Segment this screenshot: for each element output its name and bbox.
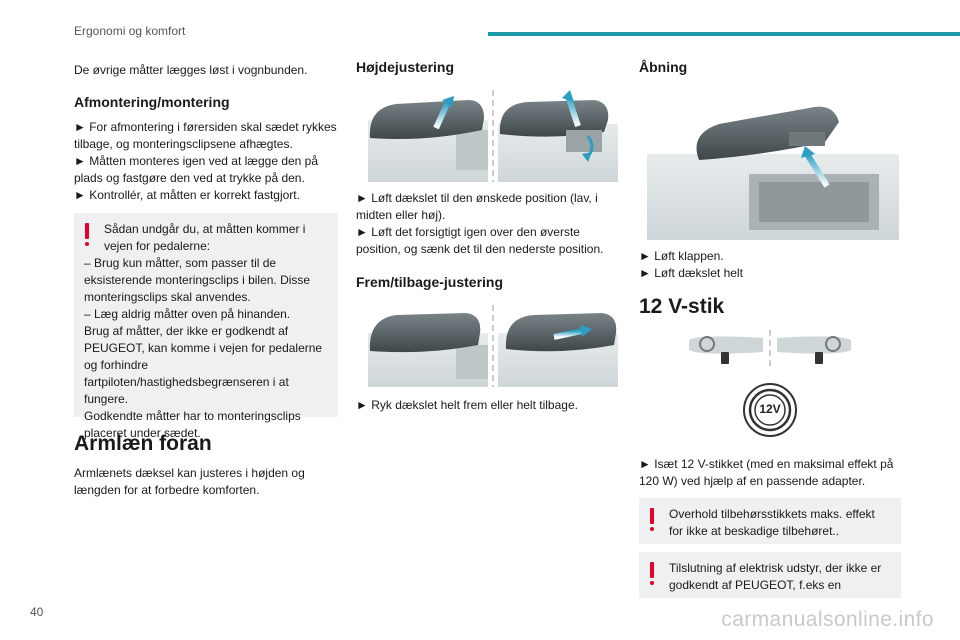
armlaen-text: Armlænets dæksel kan justeres i højden o… <box>74 466 305 497</box>
heading-aabning: Åbning <box>639 59 688 75</box>
warning-line: – Brug kun måtter, som passer til de eks… <box>84 256 311 304</box>
steering-wheel-icon <box>699 336 715 352</box>
warning-line: – Læg aldrig måtter oven på hinanden. <box>84 307 291 321</box>
heading-hoejde: Højdejustering <box>356 59 455 75</box>
running-header: Ergonomi og komfort <box>74 24 186 38</box>
warning-text: Tilslutning af elektrisk udstyr, der ikk… <box>669 561 882 592</box>
step-text: ► Måtten monteres igen ved at lægge den … <box>74 154 319 185</box>
step-text: ► Løft dækslet til den ønskede position … <box>356 191 598 222</box>
armrest-slide-figure <box>356 305 618 387</box>
socket-label: 12V <box>759 402 781 416</box>
warning-box: Sådan undgår du, at måtten kommer i veje… <box>74 213 338 440</box>
warning-line: Godkendte måtter har to monteringsclips … <box>84 409 301 440</box>
column-1: De øvrige måtter lægges løst i vognbunde… <box>74 58 338 499</box>
warning-line: Brug af måtter, der ikke er godkendt af … <box>84 324 323 406</box>
heading-12v: 12 V-stik <box>639 295 725 318</box>
column-3: Åbning ► Løft klappen. ► Løft dækslet he… <box>639 58 901 598</box>
warning-icon <box>649 508 655 532</box>
warning-icon <box>84 223 90 247</box>
warning-line: Sådan undgår du, at måtten kommer i veje… <box>104 222 306 253</box>
warning-box: Tilslutning af elektrisk udstyr, der ikk… <box>639 552 901 598</box>
socket-location-figure <box>639 330 901 370</box>
step-text: ► Løft det forsigtigt igen over den øver… <box>356 225 604 256</box>
heading-frem: Frem/tilbage-justering <box>356 274 504 290</box>
step-text: ► Isæt 12 V-stikket (med en maksimal eff… <box>639 457 894 488</box>
intro-text: De øvrige måtter lægges løst i vognbunde… <box>74 63 308 77</box>
socket-icon: 12V <box>742 382 798 438</box>
step-text: ► For afmontering i førersiden skal sæde… <box>74 120 337 151</box>
step-text: ► Løft dækslet helt <box>639 266 743 280</box>
page-number: 40 <box>30 605 44 619</box>
warning-text: Overhold tilbehørsstikkets maks. effekt … <box>669 507 875 538</box>
step-text: ► Løft klappen. <box>639 249 724 263</box>
warning-icon <box>649 562 655 586</box>
heading-montering: Afmontering/montering <box>74 94 230 110</box>
steering-wheel-icon <box>825 336 841 352</box>
step-text: ► Kontrollér, at måtten er korrekt fastg… <box>74 188 300 202</box>
watermark: carmanualsonline.info <box>721 608 934 631</box>
column-2: Højdejustering ► Løft dækslet til den øn… <box>356 58 618 414</box>
warning-box: Overhold tilbehørsstikkets maks. effekt … <box>639 498 901 544</box>
step-text: ► Ryk dækslet helt frem eller helt tilba… <box>356 398 578 412</box>
armrest-open-figure <box>639 94 901 240</box>
armrest-height-figure <box>356 90 618 182</box>
heading-armlaen: Armlæn foran <box>74 432 212 455</box>
header-accent-bar <box>488 32 960 36</box>
